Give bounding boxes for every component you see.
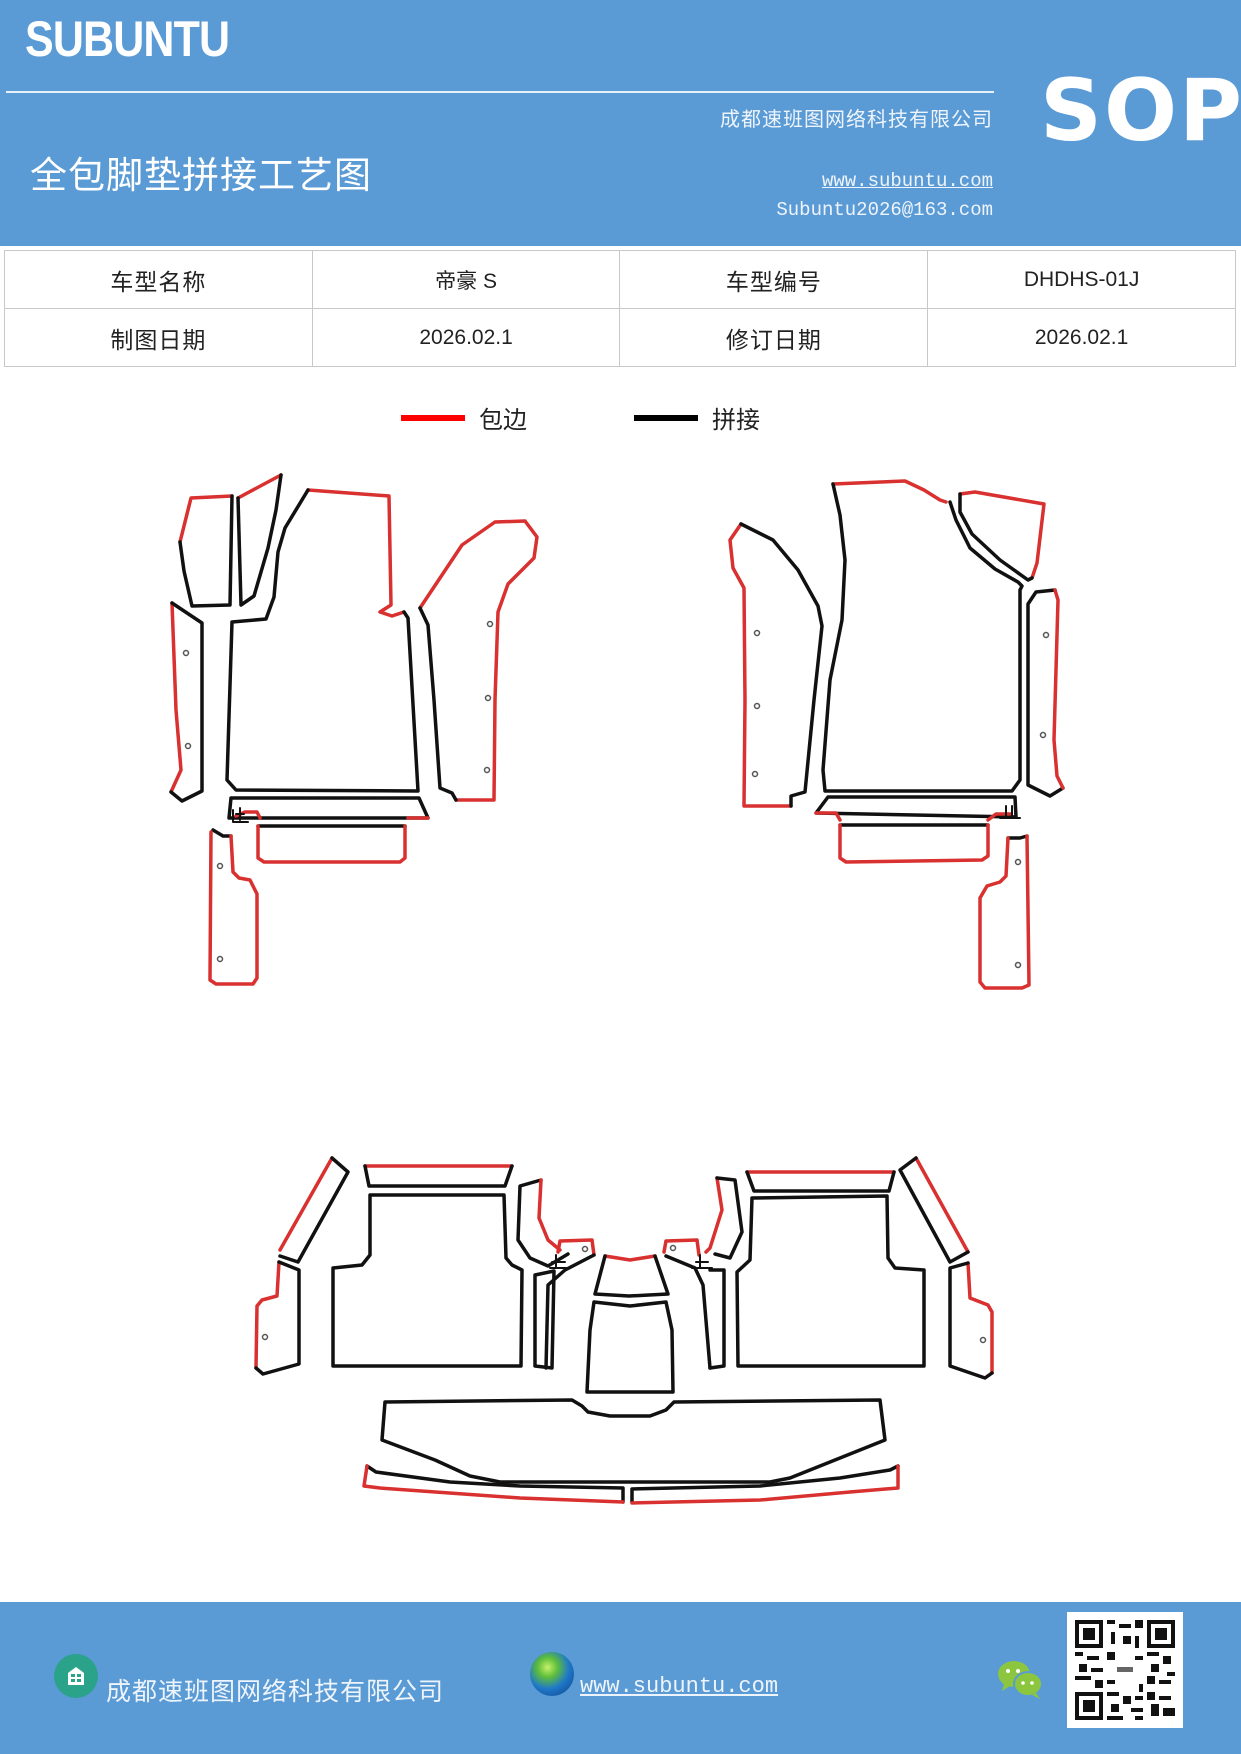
vehicle-info-table: 车型名称 帝豪 S 车型编号 DHDHS-01J 制图日期 2026.02.1 … (4, 250, 1236, 367)
table-row: 制图日期 2026.02.1 修订日期 2026.02.1 (4, 308, 1236, 367)
black-line-swatch (634, 414, 698, 421)
building-icon (54, 1654, 98, 1698)
model-name-label: 车型名称 (4, 250, 313, 309)
hole-markers (751, 629, 1050, 969)
model-code-value: DHDHS-01J (927, 250, 1236, 309)
company-name: 成都速班图网络科技有限公司 (720, 107, 993, 131)
revision-date-label: 修订日期 (619, 308, 929, 367)
draw-date-value: 2026.02.1 (311, 308, 621, 367)
brand-logo: SUBUNTU (25, 11, 230, 67)
hole-markers (182, 620, 494, 963)
revision-date-value: 2026.02.1 (927, 308, 1236, 367)
draw-date-label: 制图日期 (4, 308, 313, 367)
rear-group (254, 1156, 994, 1505)
red-line-swatch (401, 414, 465, 421)
header-divider (6, 91, 994, 93)
hole-markers (261, 1244, 987, 1344)
qr-code (1067, 1612, 1183, 1728)
sop-badge: SOP (1040, 61, 1241, 161)
website-link[interactable]: www.subuntu.com (821, 170, 993, 192)
legend-item-seam: 拼接 (634, 400, 760, 435)
wechat-icon[interactable] (996, 1658, 1044, 1700)
footer-banner: 成都速班图网络科技有限公司 www.subuntu.com (0, 1602, 1241, 1754)
model-name-value: 帝豪 S (311, 250, 621, 309)
model-code-label: 车型编号 (619, 250, 929, 309)
email-address: Subuntu2026@163.com (776, 199, 993, 221)
footer-website-link[interactable]: www.subuntu.com (580, 1674, 779, 1699)
legend-item-edging: 包边 (401, 400, 527, 435)
front-left-group (169, 473, 539, 986)
front-right-group (728, 479, 1065, 990)
document-title: 全包脚垫拼接工艺图 (30, 154, 372, 197)
legend: 包边 拼接 (0, 400, 1241, 440)
legend-label: 包边 (479, 406, 527, 434)
table-row: 车型名称 帝豪 S 车型编号 DHDHS-01J (4, 250, 1236, 309)
globe-icon (530, 1652, 574, 1696)
legend-label: 拼接 (712, 406, 760, 434)
footer-company-name: 成都速班图网络科技有限公司 (106, 1677, 445, 1706)
header-banner: SUBUNTU 成都速班图网络科技有限公司 全包脚垫拼接工艺图 www.subu… (0, 0, 1241, 246)
